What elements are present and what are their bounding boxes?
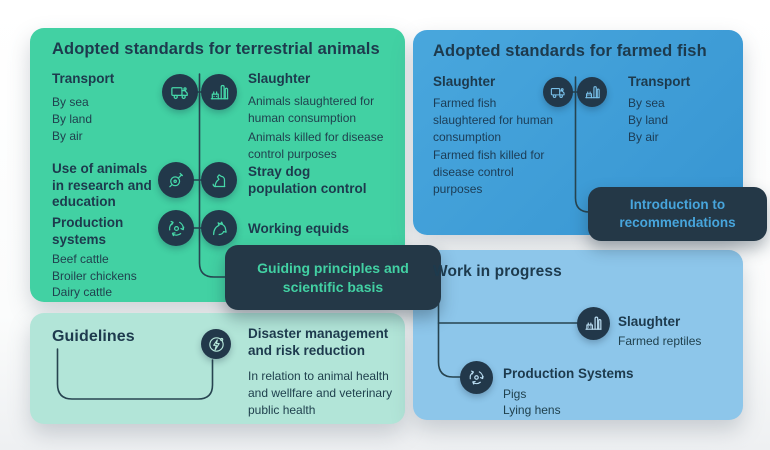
fish-transport-heading: Transport bbox=[628, 74, 691, 89]
slaughterhouse-icon bbox=[584, 85, 600, 98]
working-equids-heading: Working equids bbox=[248, 221, 350, 236]
intro-recommendations-callout: Introduction to recommendations bbox=[588, 187, 767, 241]
wip-production-badge bbox=[460, 361, 493, 394]
fish-transport-list: By sea By land By air bbox=[628, 95, 668, 146]
disaster-body: In relation to animal health and wellfar… bbox=[248, 369, 393, 417]
production-cycle-icon bbox=[168, 220, 184, 236]
disaster-heading: Disaster management and risk reduction bbox=[248, 326, 389, 358]
horse-icon bbox=[212, 221, 227, 235]
research-badge bbox=[158, 162, 194, 198]
fish-transport-item: By air bbox=[628, 130, 659, 144]
truck-icon bbox=[170, 86, 188, 99]
slaughter-badge bbox=[201, 74, 237, 110]
production-item: Beef cattle bbox=[52, 252, 109, 266]
slaughter-para2: Animals killed for disease control purpo… bbox=[248, 130, 384, 161]
truck-icon bbox=[550, 87, 565, 98]
guidelines-title: Guidelines bbox=[52, 328, 135, 345]
wip-slaughter-heading: Slaughter bbox=[618, 314, 681, 329]
dog-icon bbox=[212, 173, 225, 187]
transport-badge bbox=[162, 74, 198, 110]
stray-dog-heading: Stray dog population control bbox=[248, 164, 367, 196]
transport-item: By air bbox=[52, 129, 83, 143]
wip-production-item: Lying hens bbox=[503, 403, 561, 417]
disaster-badge bbox=[201, 329, 231, 359]
fish-slaughter-badge bbox=[577, 77, 607, 107]
wip-production-item: Pigs bbox=[503, 387, 527, 401]
production-cycle-icon bbox=[469, 370, 484, 385]
research-icon bbox=[168, 172, 183, 187]
wip-slaughter-sub: Farmed reptiles bbox=[618, 334, 702, 348]
transport-heading: Transport bbox=[52, 71, 115, 86]
slaughterhouse-icon bbox=[585, 316, 602, 330]
guiding-principles-callout: Guiding principles and scientific basis bbox=[225, 245, 441, 310]
wip-production-list: Pigs Lying hens bbox=[503, 386, 561, 418]
slaughterhouse-icon bbox=[210, 84, 228, 99]
terrestrial-title: Adopted standards for terrestrial animal… bbox=[52, 40, 380, 58]
disaster-icon bbox=[208, 336, 224, 352]
production-list: Beef cattle Broiler chickens Dairy cattl… bbox=[52, 251, 137, 301]
research-heading: Use of animals in research and education bbox=[52, 161, 152, 210]
working-equids-badge bbox=[201, 210, 237, 246]
slaughter-para1: Animals slaughtered for human consumptio… bbox=[248, 94, 375, 125]
slaughter-heading: Slaughter bbox=[248, 71, 311, 86]
fish-transport-item: By sea bbox=[628, 96, 665, 110]
fish-slaughter-para2: Farmed fish killed for disease control p… bbox=[433, 148, 545, 196]
production-item: Dairy cattle bbox=[52, 285, 113, 299]
farmed-fish-title: Adopted standards for farmed fish bbox=[433, 42, 707, 60]
transport-list: By sea By land By air bbox=[52, 94, 92, 145]
production-badge bbox=[158, 210, 194, 246]
fish-transport-item: By land bbox=[628, 113, 669, 127]
fish-transport-badge bbox=[543, 77, 573, 107]
transport-item: By sea bbox=[52, 95, 89, 109]
stray-dog-badge bbox=[201, 162, 237, 198]
fish-slaughter-para1: Farmed fish slaughtered for human consum… bbox=[433, 96, 554, 144]
wip-production-heading: Production Systems bbox=[503, 366, 634, 381]
work-in-progress-title: Work in progress bbox=[433, 263, 562, 280]
production-item: Broiler chickens bbox=[52, 268, 137, 283]
wip-slaughter-badge bbox=[577, 307, 610, 340]
fish-slaughter-heading: Slaughter bbox=[433, 74, 496, 89]
transport-item: By land bbox=[52, 112, 93, 126]
production-heading: Production systems bbox=[52, 215, 124, 247]
